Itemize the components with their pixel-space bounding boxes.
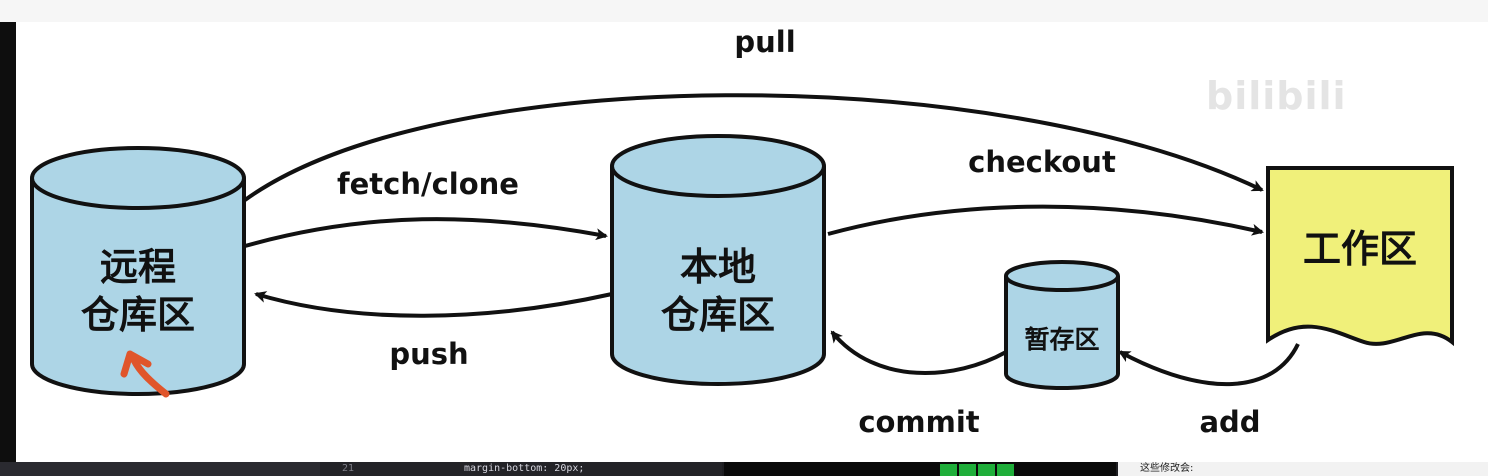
editor-panel-notes: 这些修改会:: [1118, 462, 1488, 476]
push-label: push: [389, 337, 468, 371]
git-workflow-diagram: 远程 仓库区 本地 仓库区 暂存区 工作区: [16, 22, 1488, 462]
local-label-line1: 本地: [680, 245, 756, 289]
green-blocks: [940, 464, 1016, 476]
add-label: add: [1199, 405, 1260, 439]
bilibili-watermark: bilibili: [1206, 74, 1347, 118]
top-bar: [0, 0, 1488, 22]
push-arrow: [254, 291, 613, 318]
note-text: 这些修改会:: [1140, 463, 1194, 474]
editor-strip: 21 margin-bottom: 20px; 这些修改会:: [0, 462, 1488, 476]
pull-arrow: [243, 93, 1264, 202]
editor-panel-preview: [724, 462, 1116, 476]
staging-area-node: 暂存区: [1004, 260, 1120, 390]
fetch-clone-label: fetch/clone: [337, 167, 519, 201]
code-line: margin-bottom: 20px;: [464, 463, 585, 474]
remote-repository-node: 远程 仓库区: [30, 146, 246, 398]
diagram-canvas: 远程 仓库区 本地 仓库区 暂存区 工作区: [30, 25, 1454, 439]
fetch-clone-arrow: [244, 217, 608, 248]
local-repository-node: 本地 仓库区: [610, 134, 826, 386]
remote-label-line2: 仓库区: [81, 293, 195, 337]
checkout-label: checkout: [968, 145, 1116, 179]
cursor-mark-icon: [120, 350, 170, 398]
commit-label: commit: [858, 405, 979, 439]
editor-panel-code: 21 margin-bottom: 20px;: [320, 462, 722, 476]
local-label-line2: 仓库区: [661, 293, 775, 337]
left-dark-strip: [0, 22, 16, 476]
add-arrow: [1118, 343, 1300, 387]
commit-arrow: [830, 330, 1007, 375]
pull-label: pull: [734, 25, 795, 59]
remote-label-line1: 远程: [100, 245, 176, 289]
workspace-label: 工作区: [1303, 227, 1417, 271]
workspace-node: 工作区: [1266, 166, 1454, 347]
line-number: 21: [342, 463, 355, 474]
staging-label: 暂存区: [1024, 325, 1099, 354]
checkout-arrow: [827, 204, 1264, 236]
editor-panel-left: [0, 462, 320, 476]
